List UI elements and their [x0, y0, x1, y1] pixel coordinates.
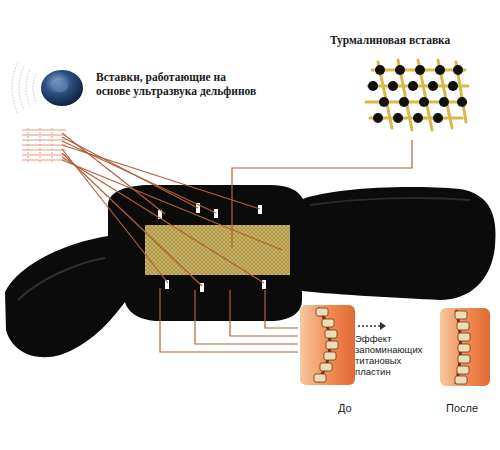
before-label: До: [338, 402, 378, 415]
speaker-icon: [41, 70, 83, 106]
tourmaline-insert: [366, 60, 468, 130]
dotted-arrow: [358, 322, 386, 330]
sound-waves: [12, 62, 36, 114]
feature-label: Турмалиновая вставка: [330, 34, 490, 48]
insert-grid: [22, 128, 66, 162]
after-label: После: [446, 402, 496, 415]
slits: [158, 203, 266, 292]
spine-after: [440, 308, 490, 386]
feature-label: Вставки, работающие на основе ультразвук…: [96, 71, 261, 99]
belt-body: [5, 185, 496, 357]
effect-label: Эффект запоминающих титановых пластин: [355, 334, 437, 378]
spine-before: [300, 305, 355, 385]
leader-lines: [62, 133, 412, 352]
gold-insert: [145, 225, 290, 275]
